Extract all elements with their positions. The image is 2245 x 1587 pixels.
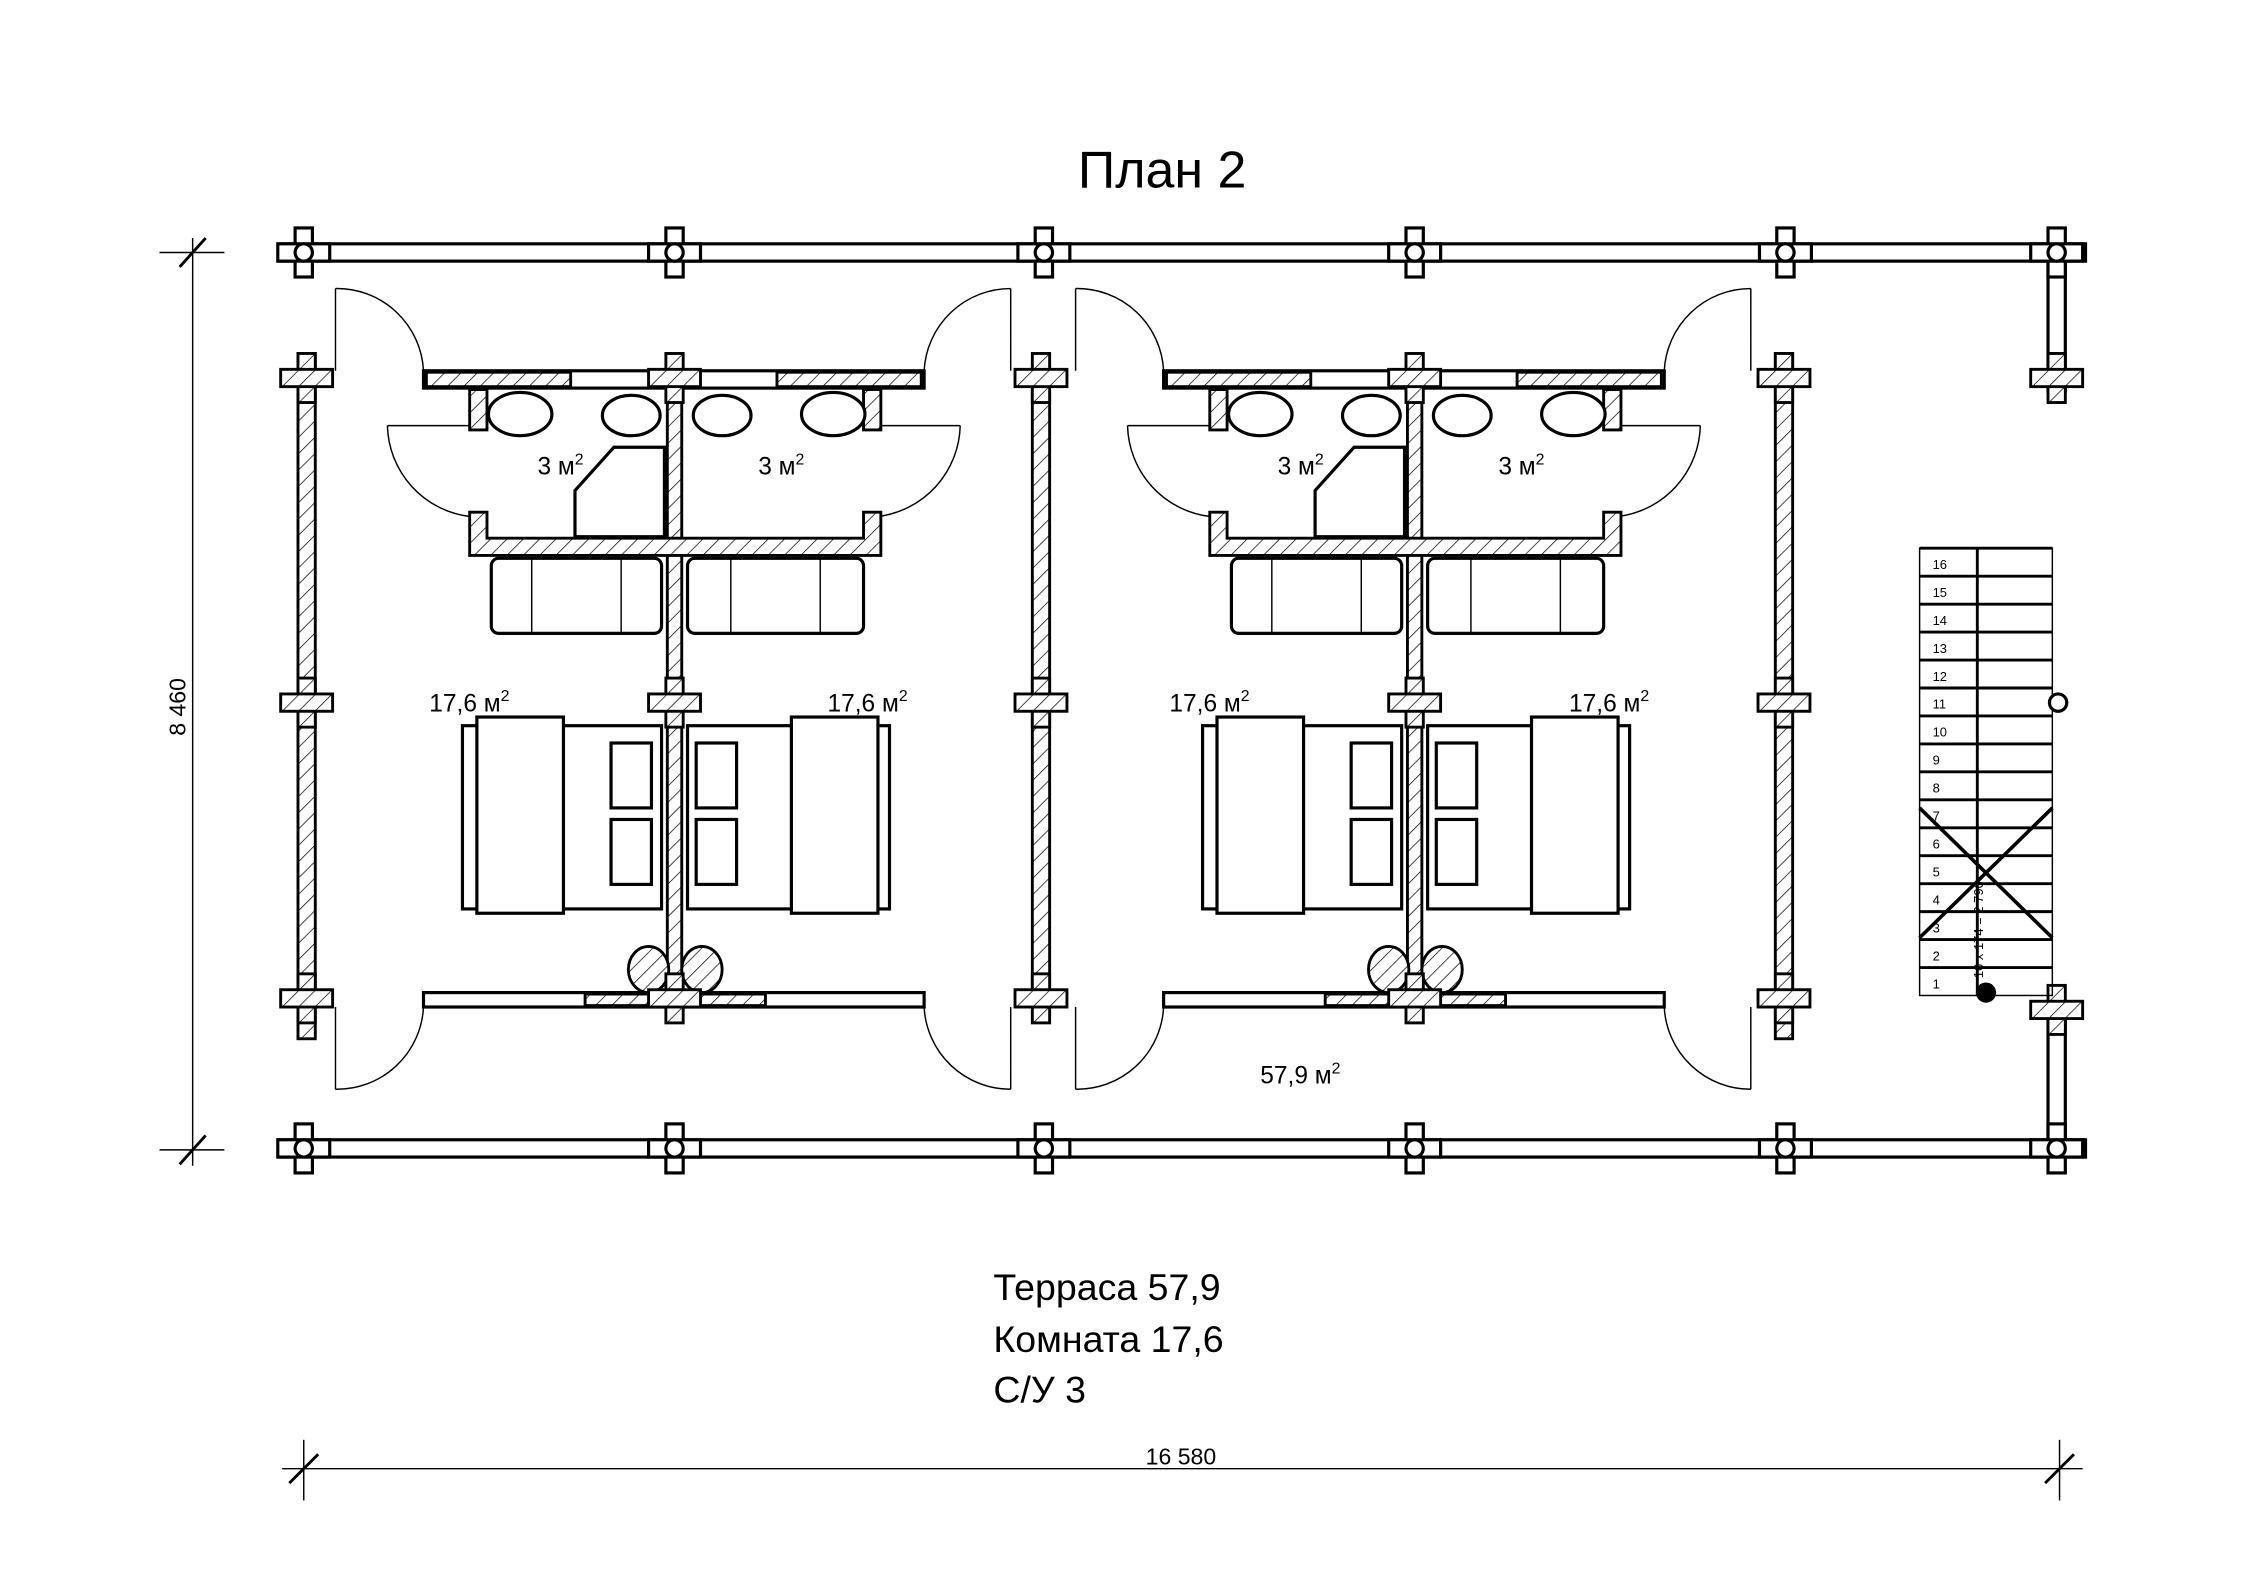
legend-bathroom: С/У 3 (993, 1368, 1086, 1410)
area-room-2: 17,6 м2 (827, 688, 907, 717)
bottom-beam (277, 1138, 2088, 1159)
area-bath-4: 3 м2 (1498, 452, 1544, 481)
svg-text:8 460: 8 460 (164, 678, 190, 736)
stair-step-number: 10 (1933, 725, 1947, 740)
stair-step-number: 8 (1933, 781, 1940, 796)
dimension-height: 8 460 (159, 237, 225, 1166)
area-room-3: 17,6 м2 (1169, 688, 1249, 717)
legend-terrace: Терраса 57,9 (993, 1266, 1220, 1308)
area-room-1: 17,6 м2 (429, 688, 509, 717)
top-beam (277, 242, 2088, 263)
stair-step-number: 5 (1933, 864, 1940, 879)
legend-room: Комната 17,6 (993, 1318, 1223, 1360)
area-legend: Терраса 57,9 Комната 17,6 С/У 3 (993, 1266, 1223, 1410)
stair-step-number: 6 (1933, 837, 1940, 852)
stair-step-number: 11 (1933, 697, 1946, 712)
dimension-width: 16 580 (282, 1439, 2083, 1501)
area-bath-2: 3 м2 (758, 452, 804, 481)
stair-step-number: 14 (1933, 613, 1947, 628)
stair-step-number: 2 (1933, 948, 1940, 963)
plan-title: План 2 (1078, 142, 1246, 200)
stair-step-number: 1 (1933, 976, 1940, 991)
stair-step-number: 13 (1933, 641, 1947, 656)
stair-step-number: 4 (1933, 892, 1940, 907)
cabin-2 (1076, 289, 1751, 1090)
area-labels: 3 м2 3 м2 3 м2 3 м2 17,6 м2 17,6 м2 17,6… (429, 452, 1649, 1090)
stair-step-number: 3 (1933, 920, 1940, 935)
cabin-1 (335, 289, 1010, 1090)
stair-dimension: 16 x 174 = 2 790 (1971, 881, 1986, 978)
stair-step-number: 7 (1933, 809, 1940, 824)
svg-text:16 580: 16 580 (1146, 1443, 1217, 1469)
stair-start-dot (1975, 982, 1997, 1003)
stair-step-number: 15 (1933, 585, 1947, 600)
area-bath-3: 3 м2 (1278, 452, 1324, 481)
stair-step-number: 12 (1933, 669, 1947, 684)
area-bath-1: 3 м2 (537, 452, 583, 481)
stair-step-number: 16 (1933, 557, 1947, 572)
stair-step-number: 9 (1933, 753, 1940, 768)
area-terrace: 57,9 м2 (1260, 1060, 1340, 1089)
area-room-4: 17,6 м2 (1569, 688, 1649, 717)
